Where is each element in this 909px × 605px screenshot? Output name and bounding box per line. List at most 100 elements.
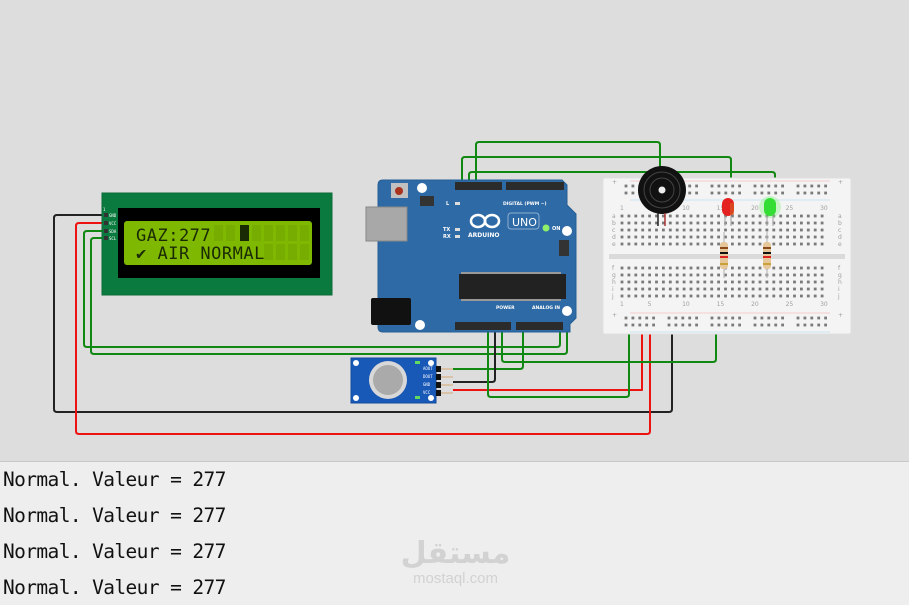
breadboard-hole[interactable]	[813, 214, 817, 218]
breadboard-hole[interactable]	[641, 280, 645, 284]
breadboard-hole[interactable]	[803, 191, 807, 195]
breadboard-hole[interactable]	[724, 235, 727, 239]
breadboard-hole[interactable]	[758, 287, 762, 291]
breadboard-hole[interactable]	[662, 235, 665, 239]
breadboard-hole[interactable]	[813, 294, 817, 298]
breadboard-hole[interactable]	[760, 184, 764, 188]
breadboard-hole[interactable]	[824, 316, 827, 320]
breadboard-hole[interactable]	[781, 184, 784, 188]
breadboard-hole[interactable]	[800, 273, 803, 277]
breadboard-hole[interactable]	[620, 235, 624, 239]
breadboard-hole[interactable]	[800, 280, 803, 284]
breadboard-hole[interactable]	[753, 323, 757, 327]
breadboard-hole[interactable]	[675, 242, 679, 246]
breadboard-hole[interactable]	[717, 273, 720, 277]
breadboard-hole[interactable]	[655, 287, 658, 291]
breadboard-hole[interactable]	[767, 191, 771, 195]
breadboard-hole[interactable]	[703, 242, 707, 246]
breadboard-hole[interactable]	[688, 191, 692, 195]
breadboard-hole[interactable]	[662, 228, 665, 232]
breadboard-hole[interactable]	[737, 266, 741, 270]
breadboard-hole[interactable]	[627, 266, 631, 270]
breadboard-hole[interactable]	[682, 280, 686, 284]
breadboard-hole[interactable]	[717, 323, 721, 327]
breadboard-hole[interactable]	[820, 266, 824, 270]
wire-5v[interactable]	[487, 320, 630, 398]
breadboard-hole[interactable]	[806, 287, 810, 291]
breadboard-hole[interactable]	[793, 214, 796, 218]
breadboard-hole[interactable]	[751, 273, 755, 277]
breadboard-hole[interactable]	[813, 266, 817, 270]
breadboard-hole[interactable]	[779, 273, 783, 277]
breadboard-hole[interactable]	[703, 214, 707, 218]
wire-lcd-scl[interactable]	[90, 237, 568, 355]
breadboard-hole[interactable]	[786, 273, 789, 277]
breadboard-hole[interactable]	[731, 228, 734, 232]
breadboard-hole[interactable]	[624, 184, 628, 188]
breadboard-hole[interactable]	[638, 323, 642, 327]
breadboard-hole[interactable]	[675, 273, 679, 277]
breadboard-hole[interactable]	[731, 280, 734, 284]
breadboard-hole[interactable]	[779, 266, 783, 270]
breadboard-hole[interactable]	[800, 294, 803, 298]
breadboard-hole[interactable]	[688, 184, 692, 188]
breadboard-hole[interactable]	[641, 235, 645, 239]
breadboard-hole[interactable]	[689, 294, 693, 298]
breadboard-hole[interactable]	[641, 273, 645, 277]
breadboard-hole[interactable]	[779, 280, 783, 284]
breadboard-hole[interactable]	[668, 273, 672, 277]
breadboard-hole[interactable]	[744, 280, 748, 284]
breadboard-hole[interactable]	[634, 242, 638, 246]
breadboard-hole[interactable]	[796, 184, 800, 188]
breadboard-hole[interactable]	[695, 191, 698, 195]
breadboard-hole[interactable]	[710, 287, 714, 291]
breadboard-hole[interactable]	[682, 228, 686, 232]
breadboard-hole[interactable]	[648, 294, 651, 298]
breadboard-hole[interactable]	[744, 242, 748, 246]
wire-pin11[interactable]	[468, 171, 776, 230]
breadboard-hole[interactable]	[652, 323, 655, 327]
breadboard-hole[interactable]	[774, 191, 778, 195]
breadboard-hole[interactable]	[655, 214, 658, 218]
breadboard-hole[interactable]	[634, 235, 638, 239]
breadboard-hole[interactable]	[751, 221, 755, 225]
breadboard-hole[interactable]	[786, 266, 789, 270]
breadboard-hole[interactable]	[744, 221, 748, 225]
breadboard-hole[interactable]	[824, 191, 827, 195]
breadboard-hole[interactable]	[655, 294, 658, 298]
breadboard-hole[interactable]	[648, 221, 651, 225]
breadboard-hole[interactable]	[668, 266, 672, 270]
breadboard-hole[interactable]	[800, 221, 803, 225]
breadboard-hole[interactable]	[737, 273, 741, 277]
breadboard-hole[interactable]	[703, 273, 707, 277]
breadboard-hole[interactable]	[731, 242, 734, 246]
breadboard-hole[interactable]	[627, 214, 631, 218]
breadboard-hole[interactable]	[627, 273, 631, 277]
breadboard-hole[interactable]	[751, 242, 755, 246]
breadboard-hole[interactable]	[710, 228, 714, 232]
wire-sensor-vcc[interactable]	[453, 320, 643, 391]
breadboard-hole[interactable]	[689, 228, 693, 232]
breadboard-hole[interactable]	[793, 273, 796, 277]
breadboard-hole[interactable]	[634, 280, 638, 284]
breadboard-hole[interactable]	[800, 235, 803, 239]
breadboard-hole[interactable]	[675, 280, 679, 284]
breadboard-hole[interactable]	[765, 228, 769, 232]
breadboard-hole[interactable]	[800, 214, 803, 218]
breadboard-hole[interactable]	[786, 221, 789, 225]
wire-gnd-rail[interactable]	[501, 322, 717, 363]
breadboard-hole[interactable]	[655, 273, 658, 277]
breadboard-hole[interactable]	[648, 273, 651, 277]
breadboard-hole[interactable]	[710, 214, 714, 218]
breadboard-hole[interactable]	[641, 266, 645, 270]
breadboard-hole[interactable]	[689, 242, 693, 246]
breadboard-hole[interactable]	[758, 235, 762, 239]
breadboard-hole[interactable]	[793, 287, 796, 291]
breadboard-hole[interactable]	[689, 287, 693, 291]
breadboard-hole[interactable]	[781, 323, 784, 327]
breadboard-hole[interactable]	[793, 266, 796, 270]
breadboard-hole[interactable]	[724, 280, 727, 284]
breadboard-hole[interactable]	[758, 221, 762, 225]
breadboard-hole[interactable]	[793, 242, 796, 246]
breadboard-hole[interactable]	[620, 287, 624, 291]
